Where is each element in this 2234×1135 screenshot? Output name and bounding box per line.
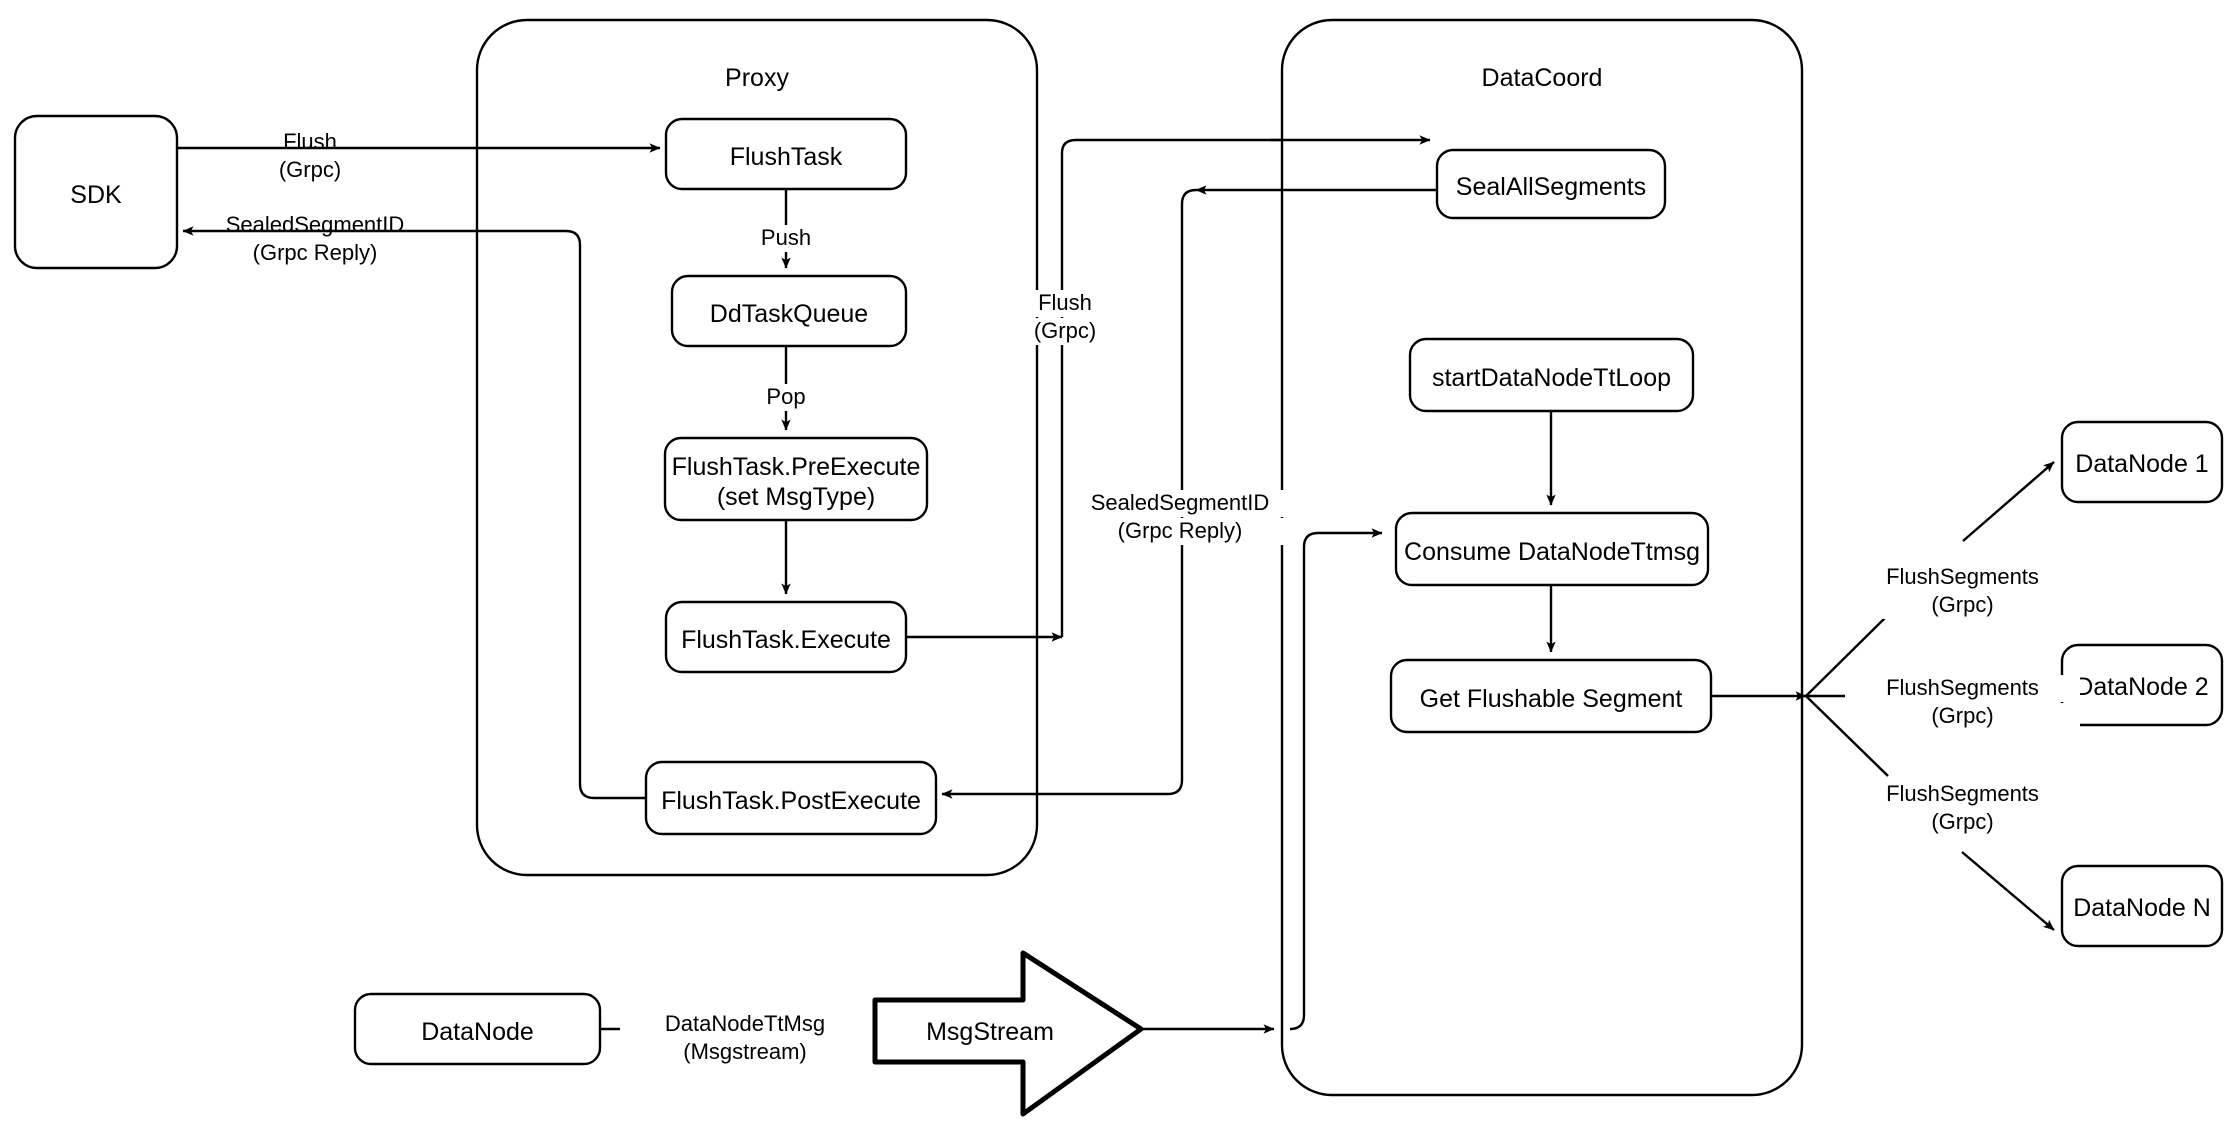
node-datanode-1 bbox=[2060, 420, 2224, 504]
node-flushtask-preexecute[interactable] bbox=[665, 438, 927, 520]
edge-hub-to-datanoden-seg1 bbox=[1805, 695, 1889, 777]
node-datanode-n[interactable] bbox=[2062, 866, 2222, 946]
edge-flush-channel-riser bbox=[1060, 138, 1270, 637]
node-seal-all-segments[interactable] bbox=[1437, 150, 1665, 218]
node-datanode-n bbox=[2060, 864, 2224, 948]
edge-hub-to-datanode1-seg1 bbox=[1805, 615, 1888, 697]
node-dd-task-queue bbox=[670, 274, 908, 348]
node-get-flushable-segment[interactable] bbox=[1391, 660, 1711, 732]
node-flush-task[interactable] bbox=[666, 119, 906, 189]
edge-hub-to-datanoden-seg2 bbox=[1961, 851, 2055, 931]
node-consume-datanode-ttmsg[interactable] bbox=[1396, 513, 1708, 585]
node-sdk[interactable] bbox=[15, 116, 177, 268]
node-flushtask-execute[interactable] bbox=[666, 602, 906, 672]
node-msgstream-arrow bbox=[872, 950, 1144, 1117]
node-msgstream[interactable] bbox=[875, 953, 1141, 1114]
edge-postexecute-return-riser bbox=[500, 229, 646, 800]
edge-reply-channel-riser bbox=[1060, 188, 1197, 796]
node-datanode-2[interactable] bbox=[2062, 645, 2222, 725]
node-sdk bbox=[13, 114, 179, 270]
node-start-datanode-tt-loop[interactable] bbox=[1410, 339, 1693, 411]
edge-hub-to-datanode1-seg2 bbox=[1962, 461, 2055, 542]
node-datanode[interactable] bbox=[355, 994, 600, 1064]
node-flushtask-postexecute[interactable] bbox=[646, 762, 936, 834]
node-datanode-1[interactable] bbox=[2062, 422, 2222, 502]
node-pre-execute bbox=[663, 436, 929, 522]
edge-datacoord-riser-to-consume bbox=[1289, 528, 1383, 1031]
node-seal-all-segments bbox=[1435, 148, 1667, 220]
node-dd-task-queue[interactable] bbox=[672, 276, 906, 346]
